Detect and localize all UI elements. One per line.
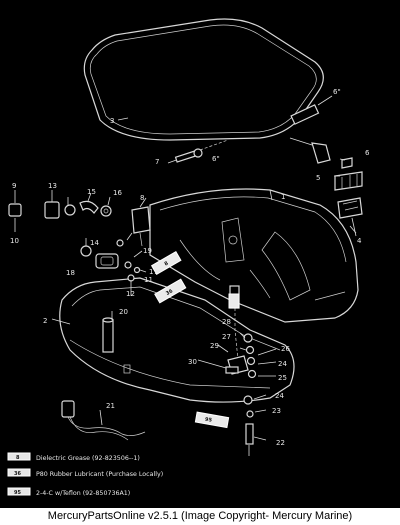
callout-3: 3: [110, 117, 114, 125]
lubricant-tubes: 8 36 95: [150, 250, 240, 429]
copyright-footer: MercuryPartsOnline v2.5.1 (Image Copyrig…: [0, 508, 400, 525]
side-plug-parts: [8, 190, 112, 257]
callout-13: 13: [48, 182, 57, 190]
callout-23: 23: [272, 407, 281, 415]
legend-code: 8: [16, 455, 20, 461]
seal-end-pieces: [289, 95, 333, 164]
callout-26: 26: [281, 345, 290, 353]
legend-text: Dielectric Grease (92-823506--1): [36, 455, 140, 462]
callout-10: 10: [10, 237, 19, 245]
callout-19: 19: [143, 247, 152, 255]
legend-code: 36: [14, 471, 21, 477]
callout-6-seal-bottom: 6": [212, 155, 220, 163]
screw-part-7: [167, 139, 229, 164]
callout-12: 12: [126, 290, 135, 298]
callout-8: 8: [140, 194, 144, 202]
wire-harness: [61, 400, 146, 441]
top-cowl-seal: [83, 18, 324, 141]
leader-lines: [51, 117, 357, 441]
callout-labels: 1 2 3 4 5 6 6" 6" 7 8 9 10 11 12 13 14 1…: [10, 88, 370, 447]
callout-25: 25: [278, 374, 287, 382]
callout-15: 15: [87, 188, 96, 196]
callout-21: 21: [106, 402, 115, 410]
callout-9: 9: [12, 182, 16, 190]
tube-label-36: 36: [165, 288, 174, 297]
legend-item-8: 8 Dielectric Grease (92-823506--1): [7, 452, 140, 462]
callout-6-seal-top: 6": [333, 88, 341, 96]
callout-24-upper: 24: [278, 360, 287, 368]
tube-label-95: 95: [204, 417, 212, 424]
callout-2: 2: [43, 317, 47, 325]
lubricant-legend: 8 Dielectric Grease (92-823506--1) 36 P8…: [7, 452, 163, 497]
callout-1: 1: [281, 193, 285, 201]
callout-29: 29: [210, 342, 219, 350]
callout-4: 4: [357, 237, 362, 245]
callout-30: 30: [188, 358, 197, 366]
callout-11: 11: [144, 276, 153, 284]
legend-text: P80 Rubber Lubricant (Purchase Locally): [36, 471, 163, 478]
legend-item-36: 36 P80 Rubber Lubricant (Purchase Locall…: [7, 468, 163, 478]
callout-6: 6: [365, 149, 370, 157]
callout-27: 27: [222, 333, 231, 341]
legend-text: 2-4-C w/Teflon (92-850736A1): [36, 490, 130, 497]
callout-22: 22: [276, 439, 285, 447]
callout-20: 20: [119, 308, 128, 316]
latch-bracket-parts: [334, 157, 363, 237]
callout-24-lower: 24: [275, 392, 284, 400]
callout-7: 7: [155, 158, 159, 166]
callout-14: 14: [90, 239, 99, 247]
callout-17: 17: [149, 268, 158, 276]
callout-5: 5: [316, 174, 320, 182]
legend-item-95: 95 2-4-C w/Teflon (92-850736A1): [7, 487, 130, 497]
fastener-stack: [225, 333, 257, 456]
legend-code: 95: [14, 490, 21, 496]
callout-28: 28: [222, 318, 231, 326]
callout-16: 16: [113, 189, 122, 197]
callout-18: 18: [66, 269, 75, 277]
bottom-cowl-shell: [149, 188, 359, 323]
tube-label-8: 8: [164, 260, 170, 267]
